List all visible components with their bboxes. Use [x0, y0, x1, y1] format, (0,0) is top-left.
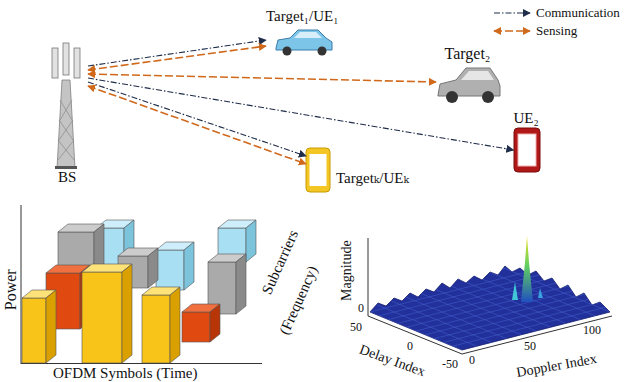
phone-screen	[518, 134, 536, 166]
communication-link	[88, 82, 306, 156]
car-wheel	[283, 47, 292, 56]
legend-text: Communication	[536, 6, 620, 20]
surface-peak	[521, 236, 533, 302]
tick-label: 50	[524, 340, 536, 353]
base-station: BS	[48, 42, 88, 186]
communication-link	[88, 40, 266, 66]
axis-title: Doppler Index	[515, 351, 598, 380]
bar-side	[122, 264, 132, 363]
node-label: Targetₖ/UEₖ	[336, 170, 409, 187]
phone-body	[514, 128, 540, 172]
sensing-link	[88, 86, 306, 164]
antenna-panel	[63, 43, 69, 75]
antenna-panel	[74, 48, 80, 78]
legend-line-sample	[494, 12, 530, 13]
tick-label: 0	[469, 354, 475, 367]
car-window	[461, 71, 494, 80]
tower-base	[55, 166, 77, 169]
user-phone: UE₂	[514, 110, 541, 172]
phone-screen	[310, 154, 327, 186]
tick-label: 100	[583, 324, 601, 337]
bar-front	[82, 272, 122, 363]
car-wheel	[446, 91, 458, 103]
bar-front	[22, 298, 46, 363]
power-axis	[21, 205, 22, 364]
bar-front	[142, 295, 170, 363]
time-axis	[21, 363, 262, 364]
sensing-link	[88, 74, 436, 82]
legend-line-sample	[494, 30, 530, 32]
surface-peak	[512, 282, 518, 300]
bar-side	[46, 290, 56, 363]
node-label: Target₁/UE₁	[266, 8, 338, 25]
bar-side	[184, 242, 194, 290]
axis-title: OFDM Symbols (Time)	[53, 365, 197, 382]
target-car: Target₁/UE₁	[266, 8, 340, 54]
sensing-link	[88, 46, 266, 70]
tower-mast	[57, 80, 75, 168]
axis-title: Delay Index	[357, 341, 427, 379]
mesh-line	[444, 291, 626, 342]
car-wheel	[318, 47, 327, 56]
target-phone: Targetₖ/UEₖ	[306, 148, 410, 192]
magnitude-axis	[368, 238, 369, 316]
bar-front	[182, 312, 210, 342]
car-window	[294, 32, 322, 38]
tick-label: 0	[407, 340, 413, 353]
bar-side	[170, 287, 180, 363]
bar-side	[210, 304, 220, 342]
communication-link	[88, 78, 514, 150]
tick-label: -50	[442, 358, 458, 371]
bar-front	[156, 250, 184, 290]
phone-body	[306, 148, 330, 192]
surface-peak	[538, 288, 543, 298]
surface-mesh	[324, 255, 626, 350]
car-wheel	[482, 91, 494, 103]
tick-label: 0	[358, 302, 364, 315]
axis-title: Power	[1, 269, 19, 310]
mesh-line	[472, 255, 610, 312]
axis-title: Magnitude	[338, 240, 353, 301]
node-label: UE₂	[514, 110, 539, 127]
bar-side	[236, 254, 246, 314]
antenna-panel	[52, 48, 58, 78]
bar-side	[246, 220, 256, 262]
node-label: Target₂	[445, 45, 491, 63]
tower-lattice	[58, 100, 74, 160]
node-label: BS	[58, 169, 76, 186]
surface	[370, 266, 610, 350]
bar-side	[148, 248, 158, 288]
legend-text: Sensing	[536, 24, 577, 38]
tick-label: 50	[350, 321, 362, 334]
target-car: Target₂	[436, 45, 500, 104]
